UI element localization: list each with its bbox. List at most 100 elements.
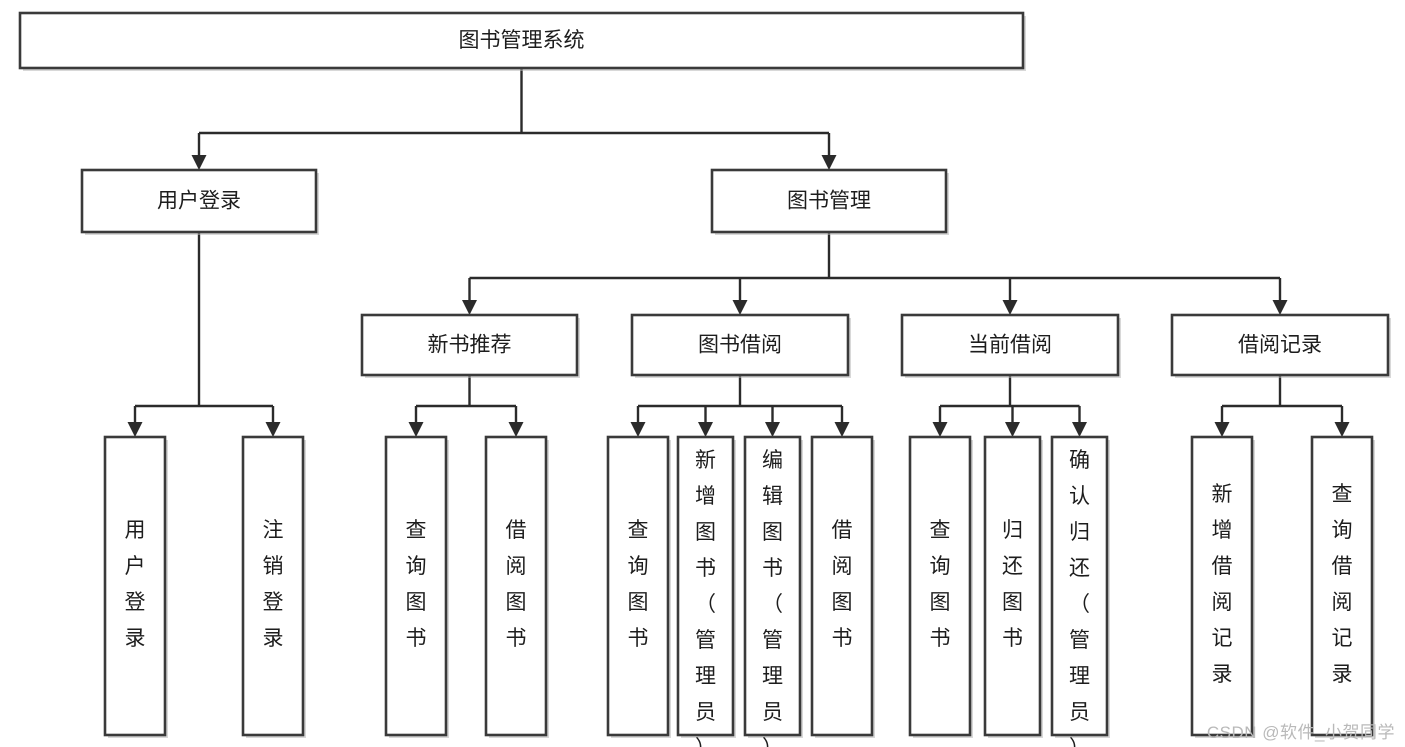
node-box[interactable] (18, 11, 1025, 70)
node-box[interactable] (630, 313, 850, 377)
node-label-char: 员 (762, 701, 783, 724)
node-box[interactable] (743, 435, 802, 737)
node-label-char: 归 (1069, 521, 1090, 544)
node-label-char: 图 (695, 521, 716, 544)
node-book-borrow[interactable]: 图书借阅 (630, 313, 851, 378)
node-label-char: 注 (263, 519, 284, 542)
node-label-char: 登 (125, 591, 146, 614)
node-box[interactable] (103, 435, 167, 737)
node-box[interactable] (676, 435, 735, 737)
node-label-char: 记 (1212, 627, 1233, 650)
node-box[interactable] (810, 435, 874, 737)
node-label-char: 图 (930, 591, 951, 614)
node-label-char: 书 (695, 557, 716, 580)
node-label: 新书推荐 (428, 334, 512, 357)
node-label-char: 员 (695, 701, 716, 724)
node-box[interactable] (384, 435, 448, 737)
arrow-head-icon (698, 422, 713, 437)
node-label-char: 查 (1332, 483, 1353, 506)
node-label-char: 编 (762, 449, 783, 472)
node-borrow-record[interactable]: 借阅记录 (1170, 313, 1391, 378)
node-box[interactable] (241, 435, 305, 737)
node-label-char: 阅 (1212, 591, 1233, 614)
arrow-head-icon (462, 300, 477, 315)
node-label-char: 查 (406, 519, 427, 542)
node-label-char: 确 (1069, 449, 1090, 472)
node-user-login[interactable]: 用户登录 (80, 168, 319, 235)
node-label-char: 用 (125, 519, 146, 542)
arrow-head-icon (265, 422, 281, 437)
node-label-char: 员 (1069, 701, 1090, 724)
node-label-char: （ (1069, 593, 1090, 616)
node-label-char: 查 (628, 519, 649, 542)
node-label-char: ） (1069, 737, 1090, 747)
arrow-head-icon (765, 422, 780, 437)
node-box[interactable] (606, 435, 670, 737)
arrow-head-icon (1334, 422, 1350, 437)
node-label: 借阅记录 (1238, 334, 1322, 357)
node-current-borrow[interactable]: 当前借阅 (900, 313, 1121, 378)
node-new-book-rec[interactable]: 新书推荐 (360, 313, 580, 378)
node-label-char: 理 (1069, 665, 1090, 688)
node-box[interactable] (1190, 435, 1254, 737)
node-leaf-user-login[interactable]: 用户登录 (103, 435, 168, 738)
node-box[interactable] (900, 313, 1120, 377)
node-box[interactable] (80, 168, 318, 234)
node-label-char: 理 (762, 665, 783, 688)
node-box[interactable] (484, 435, 548, 737)
node-label-char: 阅 (832, 555, 853, 578)
node-label-char: 还 (1002, 555, 1023, 578)
arrow-head-icon (932, 422, 948, 437)
node-box[interactable] (983, 435, 1042, 737)
node-label-char: 图 (832, 591, 853, 614)
node-label-char: 新 (695, 449, 716, 472)
node-label-char: 借 (506, 519, 527, 542)
node-box[interactable] (908, 435, 972, 737)
arrow-head-icon (1272, 300, 1288, 315)
node-label-char: 管 (695, 629, 716, 652)
node-label-char: 管 (1069, 629, 1090, 652)
node-label-char: 询 (406, 555, 427, 578)
node-label: 用户登录 (157, 190, 241, 213)
node-label-char: 询 (628, 555, 649, 578)
node-label: 当前借阅 (968, 334, 1052, 357)
node-box[interactable] (1310, 435, 1374, 737)
arrow-head-icon (732, 300, 748, 315)
node-label-char: 增 (1212, 519, 1233, 542)
node-box[interactable] (1170, 313, 1390, 377)
node-label-char: 户 (125, 555, 146, 578)
node-label-char: 询 (1332, 519, 1353, 542)
node-label: 图书借阅 (698, 334, 782, 357)
node-label-char: 书 (1002, 627, 1023, 650)
node-box[interactable] (1050, 435, 1109, 737)
node-label-char: 阅 (1332, 591, 1353, 614)
node-box[interactable] (360, 313, 579, 377)
arrow-head-icon (408, 422, 424, 437)
node-book-manage[interactable]: 图书管理 (710, 168, 949, 235)
node-label-char: 理 (695, 665, 716, 688)
node-label-char: 录 (263, 627, 284, 650)
node-label-char: 阅 (506, 555, 527, 578)
node-label-char: 登 (263, 591, 284, 614)
node-root[interactable]: 图书管理系统 (18, 11, 1026, 71)
arrow-head-icon (821, 155, 837, 170)
node-box[interactable] (710, 168, 948, 234)
node-label-char: ） (695, 737, 716, 747)
connector-layer (127, 68, 1350, 437)
node-label-char: （ (695, 593, 716, 616)
node-label-char: 借 (1212, 555, 1233, 578)
